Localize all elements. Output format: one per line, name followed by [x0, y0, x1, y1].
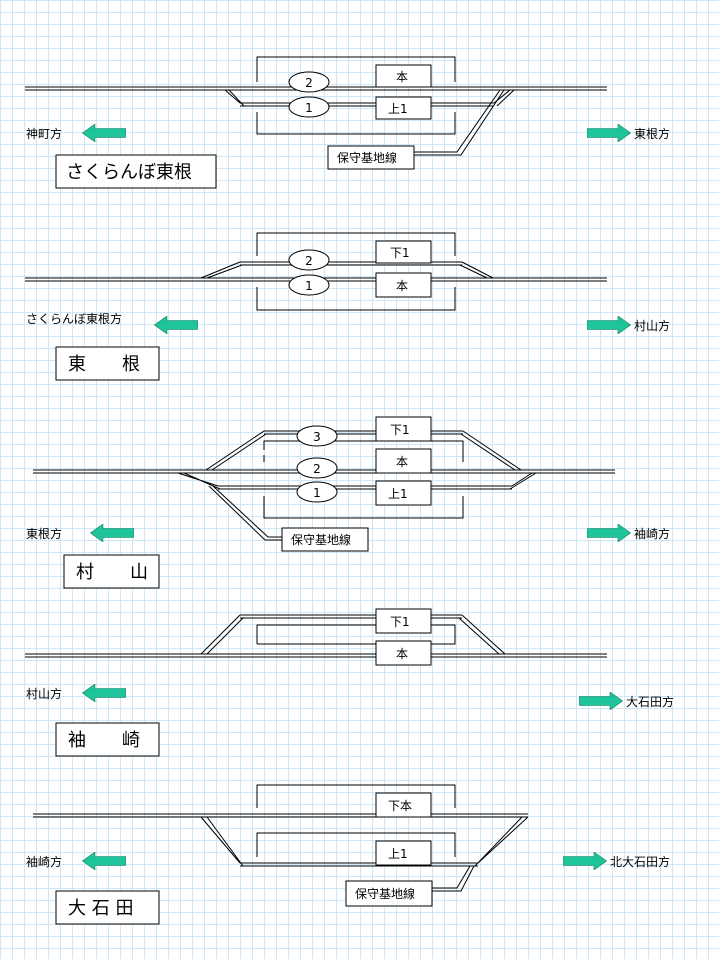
track-label-main: 本	[396, 279, 408, 293]
left-arrow-icon	[154, 316, 198, 334]
left-direction: 神町方	[26, 126, 62, 141]
track-label-down1: 下1	[390, 615, 410, 629]
station-murayama: 3 2 1 下1 本 上1 保守基地線 東根方 袖崎方 村 山	[26, 416, 670, 589]
track-labels: 下1 本	[375, 240, 432, 298]
track-labels: 下本 上1 保守基地線	[345, 792, 433, 907]
track-label-down1: 下1	[390, 423, 410, 437]
track-lines	[33, 784, 529, 892]
left-direction: さくらんぼ東根方	[26, 311, 122, 326]
track-labels: 下1 本 上1 保守基地線	[281, 416, 432, 552]
track-labels: 本 上1 保守基地線	[327, 64, 432, 170]
right-direction: 北大石田方	[610, 854, 670, 869]
left-arrow-icon	[82, 852, 126, 870]
station-higashine: 2 1 下1 本 さくらんぼ東根方 村山方 東 根	[25, 232, 670, 381]
track-labels: 下1 本	[375, 608, 432, 666]
right-direction: 村山方	[634, 318, 670, 333]
left-direction: 袖崎方	[26, 854, 62, 869]
right-direction: 大石田方	[626, 694, 674, 709]
right-arrow-icon	[587, 524, 631, 542]
station-sodesaki: 下1 本 村山方 大石田方 袖 崎	[25, 608, 674, 757]
platform-number-1	[288, 96, 330, 118]
track-lines	[25, 232, 607, 311]
platform-number-1	[288, 274, 330, 296]
platform-label-2: 2	[305, 254, 313, 268]
platform-ovals: 3 2 1	[296, 425, 338, 503]
siding-label: 保守基地線	[337, 150, 397, 165]
right-arrow-icon	[563, 852, 607, 870]
right-direction: 東根方	[634, 126, 670, 141]
track-label-up1: 上1	[388, 847, 408, 861]
left-direction: 東根方	[26, 526, 62, 541]
right-arrow-icon	[579, 692, 623, 710]
platform-label-1: 1	[313, 486, 321, 500]
platform-label-1: 1	[305, 279, 313, 293]
station-name: 東 根	[68, 354, 140, 375]
track-label-up1: 上1	[388, 102, 408, 116]
platform-label-3: 3	[313, 430, 321, 444]
platform-label-2: 2	[305, 76, 313, 90]
station-name: 村 山	[76, 562, 148, 583]
left-arrow-icon	[82, 684, 126, 702]
station-sakuranbo: 2 1 本 上1 保守基地線 神町方 東根方 さくらんぼ東根	[25, 56, 670, 189]
track-lines	[25, 56, 607, 156]
platform-label-2: 2	[313, 462, 321, 476]
right-arrow-icon	[587, 124, 631, 142]
platform-number-2	[296, 457, 338, 479]
siding-label: 保守基地線	[291, 532, 351, 547]
left-arrow-icon	[90, 524, 134, 542]
platform-number-1	[296, 481, 338, 503]
left-direction: 村山方	[26, 686, 62, 701]
station-name: さくらんぼ東根	[66, 162, 192, 183]
track-label-main: 本	[396, 647, 408, 661]
station-name: 袖 崎	[68, 730, 140, 751]
platform-number-3	[296, 425, 338, 447]
platform-label-1: 1	[305, 101, 313, 115]
platform-ovals: 2 1	[288, 71, 330, 118]
siding-label: 保守基地線	[355, 886, 415, 901]
platform-number-2	[288, 71, 330, 93]
platform-ovals: 2 1	[288, 249, 330, 296]
track-label-main: 本	[396, 70, 408, 84]
track-label-up1: 上1	[388, 487, 408, 501]
station-oishida: 下本 上1 保守基地線 袖崎方 北大石田方 大 石 田	[26, 784, 670, 925]
track-label-down1: 下1	[390, 246, 410, 260]
right-direction: 袖崎方	[634, 526, 670, 541]
track-lines	[25, 614, 607, 658]
platform-number-2	[288, 249, 330, 271]
track-label-down-main: 下本	[388, 799, 412, 813]
station-name: 大 石 田	[68, 898, 133, 919]
right-arrow-icon	[587, 316, 631, 334]
left-arrow-icon	[82, 124, 126, 142]
track-label-main: 本	[396, 455, 408, 469]
